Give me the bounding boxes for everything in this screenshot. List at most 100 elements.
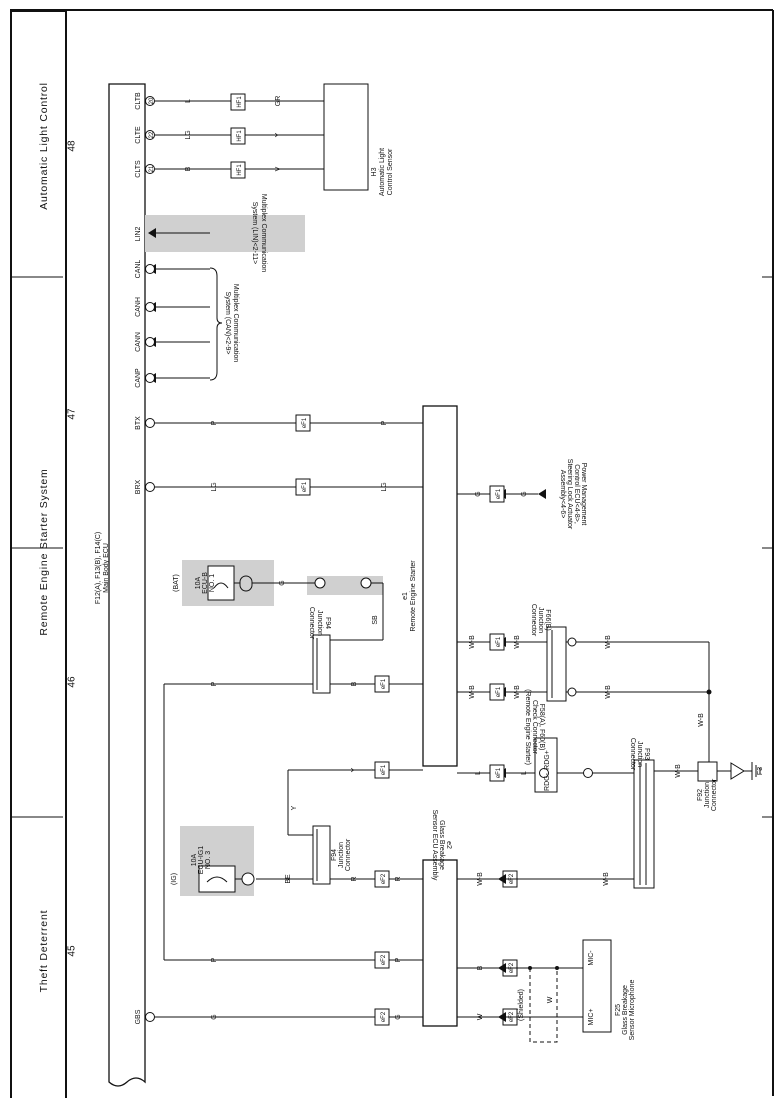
wire-label: Y	[351, 767, 358, 772]
pin-label-brx: BRX	[135, 479, 142, 494]
wire-label: W-B	[469, 635, 476, 649]
f66-l1: Junction	[537, 607, 544, 633]
wire-label: P	[211, 681, 218, 686]
wire-label: L	[475, 771, 482, 775]
pm-note-4: Assembly<4-6>	[559, 470, 566, 519]
tag-ef1: eF1	[496, 767, 502, 778]
wire-label: V	[275, 166, 282, 171]
f25-code: F25	[615, 1004, 622, 1016]
wire-label: B	[351, 681, 358, 686]
pm-note-3: Steering Lock Actuator	[566, 459, 573, 530]
fuse-bat-src: (BAT)	[173, 574, 180, 592]
pm-note-2: Control ECU<4-8>,	[573, 464, 580, 524]
wire-label: W-B	[514, 685, 521, 699]
wire-label: G	[521, 491, 528, 496]
wire-label: W-B	[514, 635, 521, 649]
ground-label: F3	[757, 767, 764, 775]
lin-note-1: Multiplex Communication	[260, 194, 267, 272]
f92-code: F92	[697, 789, 704, 801]
f94b-l1: Junction	[338, 842, 345, 868]
wire-label: W-B	[477, 872, 484, 886]
pin-label-clte: CLTE	[135, 126, 142, 144]
tag-ef1: eF1	[496, 488, 502, 499]
rdg-plus: RDG+	[544, 750, 551, 770]
wire-label: G	[211, 1014, 218, 1019]
fuse-ig-src: (IG)	[171, 873, 178, 885]
pin-label-btx: BTX	[135, 416, 142, 430]
e1-code: e1	[402, 592, 409, 600]
tag-ef2: eF2	[381, 873, 387, 884]
f66-l2: Connector	[530, 604, 537, 637]
wire-label: R	[351, 876, 358, 881]
main-ecu-name: Main Body ECU	[103, 543, 110, 593]
mic-minus: MIC-	[588, 950, 595, 966]
f58-l3: (Remote Engine Starter)	[524, 689, 531, 765]
wire-label: R	[395, 876, 402, 881]
pin-label-canl: CANL	[135, 260, 142, 279]
f93-l1: Junction	[636, 741, 643, 767]
wire-label: LG	[185, 130, 192, 139]
wire-label: P	[381, 420, 388, 425]
f66-code: F66(B)	[544, 609, 551, 630]
pin-label-gbs: GBS	[135, 1009, 142, 1024]
fuse-ig-amp: 10A	[191, 853, 198, 866]
lin-note-2: System (LIN)<2-11>	[251, 202, 258, 265]
can-note-1: Multiplex Communication	[232, 284, 239, 362]
main-ecu-connectors: F12(A), F13(B), F14(C)	[95, 532, 102, 604]
tag-ef2: eF2	[509, 873, 515, 884]
f93-l2: Connector	[629, 738, 636, 771]
f92-l2: Connector	[711, 778, 718, 811]
f94b-l2: Connector	[345, 838, 352, 871]
tag-hf1: HF1	[237, 130, 243, 142]
tag-ef1: eF1	[496, 636, 502, 647]
tag-ef2: eF2	[381, 1011, 387, 1022]
wire-label: G	[475, 491, 482, 496]
wire-label: W-B	[603, 872, 610, 886]
f58-l2: Check Connector	[531, 700, 538, 755]
tag-ef2: eF2	[509, 962, 515, 973]
fuse-bat-no: NO. 1	[209, 574, 216, 592]
f94-code: F94	[324, 617, 331, 629]
pin-num: 20	[149, 97, 155, 104]
light-sensor-name: Automatic Light	[379, 148, 386, 196]
shielded-label: (Shielded)	[518, 989, 525, 1021]
tag-ef1: eF1	[381, 678, 387, 689]
e2-l2: Sensor ECU Assembly	[431, 810, 438, 881]
fuse-bat-name: ECU-B	[202, 572, 209, 594]
tag-ef2: eF2	[509, 1011, 515, 1022]
wire-label: W-B	[675, 764, 682, 778]
wire-label: G	[279, 580, 286, 585]
tag-ef2: eF2	[381, 954, 387, 965]
can-note-2: System (CAN)<2-9>	[224, 291, 231, 354]
pin-label-clts: CLTS	[135, 160, 142, 178]
wire-label: P	[395, 957, 402, 962]
f94-l1: Junction	[316, 610, 323, 636]
wire-label: W-B	[698, 713, 705, 727]
pin-num: 21	[149, 165, 155, 172]
wire-label: W	[477, 1013, 484, 1020]
fuse-ig-no: NO. 3	[205, 851, 212, 869]
wire-label: B	[185, 166, 192, 171]
light-sensor-name2: Control Sensor	[387, 148, 394, 195]
e1-name: Remote Engine Starter	[410, 560, 417, 632]
pin-num: 22	[149, 131, 155, 138]
pm-note-1: Power Management	[580, 463, 587, 526]
wire-label: LG	[381, 482, 388, 491]
f93-code: F93	[643, 748, 650, 760]
pin-label-cltb: CLTB	[135, 92, 142, 110]
wire-label: B	[477, 965, 484, 970]
fuse-ig-name: ECU-IG1	[198, 846, 205, 875]
wire-label: Y	[291, 805, 298, 810]
wire-label: SB	[372, 615, 379, 625]
e2-code: e2	[445, 841, 452, 849]
wire-label: LG	[211, 482, 218, 491]
f94b-code: F94	[331, 849, 338, 861]
e2-l1: Glass Breakage	[438, 820, 445, 870]
wire-label: P	[211, 957, 218, 962]
wire-label: P	[211, 420, 218, 425]
wire-label: W-B	[605, 685, 612, 699]
wire-label: L	[185, 99, 192, 103]
f25-l1: Glass Breakage	[622, 985, 629, 1035]
